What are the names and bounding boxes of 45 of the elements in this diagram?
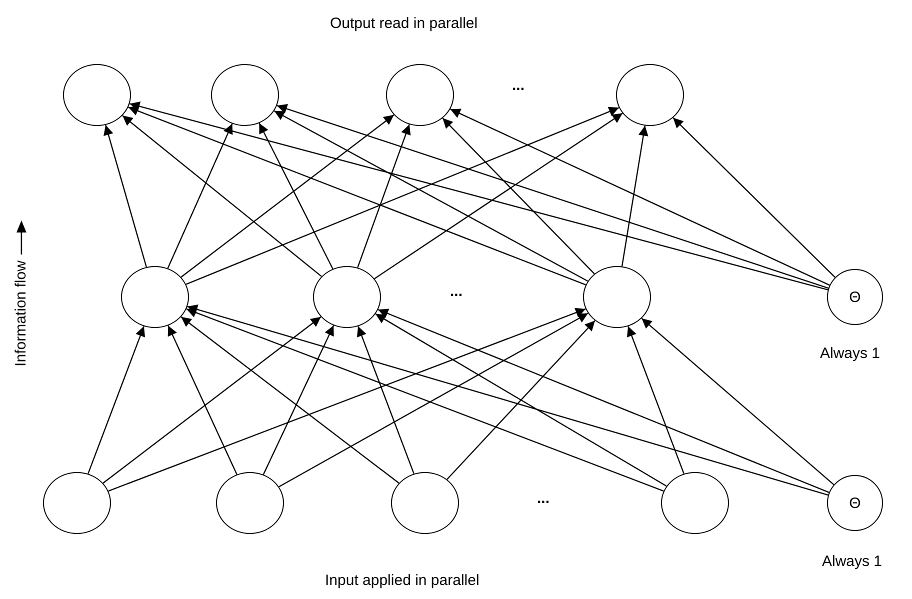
ellipsis-label: ... bbox=[450, 283, 463, 300]
arrow bbox=[104, 124, 147, 268]
arrow bbox=[357, 124, 411, 268]
arrow bbox=[442, 118, 595, 274]
arrow bbox=[374, 112, 623, 280]
arrow bbox=[641, 318, 834, 486]
arrow bbox=[180, 114, 394, 278]
arrow bbox=[258, 122, 334, 270]
layer-caption: Input applied in parallel bbox=[325, 572, 480, 589]
theta-symbol: Θ bbox=[849, 288, 861, 306]
neuron-circle bbox=[386, 64, 454, 126]
arrow bbox=[108, 308, 586, 492]
neuron-circle bbox=[583, 266, 651, 328]
arrow bbox=[102, 316, 322, 484]
arrow bbox=[672, 117, 836, 278]
arrow bbox=[274, 110, 588, 282]
theta-symbol: Θ bbox=[849, 494, 861, 512]
arrow bbox=[626, 326, 684, 474]
arrow bbox=[186, 308, 664, 492]
arrow bbox=[450, 108, 830, 286]
arrow bbox=[186, 106, 620, 285]
arrow bbox=[129, 101, 828, 290]
layer-caption: Output read in parallel bbox=[330, 15, 478, 32]
arrow bbox=[621, 126, 648, 266]
arrow bbox=[276, 104, 829, 289]
arrow bbox=[88, 326, 146, 474]
arrow bbox=[180, 316, 400, 484]
arrow bbox=[446, 320, 596, 480]
arrow bbox=[378, 308, 830, 494]
arrow bbox=[262, 325, 334, 475]
arrow bbox=[128, 106, 586, 286]
arrow bbox=[168, 325, 238, 475]
ellipsis-label: ... bbox=[537, 490, 550, 507]
arrow bbox=[278, 312, 588, 488]
arrow bbox=[187, 304, 828, 496]
arrow bbox=[167, 123, 233, 269]
arrow bbox=[122, 115, 322, 277]
arrow bbox=[356, 326, 414, 474]
neuron-circle bbox=[313, 266, 381, 328]
bias-caption: Always 1 bbox=[822, 553, 882, 570]
ellipsis-label: ... bbox=[512, 77, 525, 94]
axis-label: Information flow bbox=[12, 260, 30, 366]
bias-caption: Always 1 bbox=[820, 345, 880, 362]
neuron-circle bbox=[616, 64, 684, 126]
arrow bbox=[375, 313, 667, 487]
